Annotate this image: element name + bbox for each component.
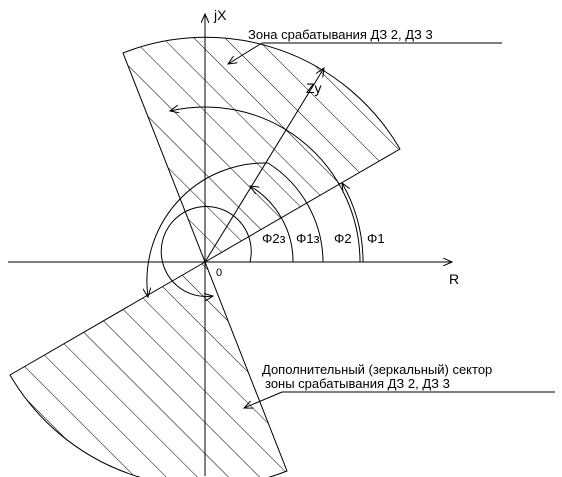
- phi2-arc: [170, 107, 361, 263]
- phi1-label: Φ1: [367, 231, 385, 246]
- zone-label-pointer: [228, 42, 263, 64]
- r-axis-label: R: [449, 271, 459, 287]
- mirror-sector: [9, 261, 288, 477]
- upper-operating-sector: [122, 36, 401, 263]
- mirror-label-pointer: [244, 391, 283, 408]
- inner-angle-arc: [160, 206, 252, 297]
- zy-vector: [204, 68, 324, 263]
- mirror-label-line1: Дополнительный (зеркальный) сектор: [262, 362, 492, 377]
- phi1z-label: Φ1з: [296, 231, 320, 246]
- phi2z-arc: [250, 186, 294, 263]
- mirror-angle-arc: [147, 162, 269, 297]
- jx-axis-label: jX: [213, 7, 227, 23]
- phi2z-label: Φ2з: [262, 231, 286, 246]
- phi1z-arc: [267, 162, 324, 263]
- phi2-label: Φ2: [334, 231, 352, 246]
- phi1-arc: [342, 183, 364, 263]
- mirror-label-line2: зоны срабатывания ДЗ 2, ДЗ 3: [265, 376, 450, 391]
- zone-label: Зона срабатывания ДЗ 2, ДЗ 3: [248, 27, 433, 42]
- zy-vector-label: Zy: [306, 80, 322, 96]
- origin-label: 0: [216, 267, 222, 279]
